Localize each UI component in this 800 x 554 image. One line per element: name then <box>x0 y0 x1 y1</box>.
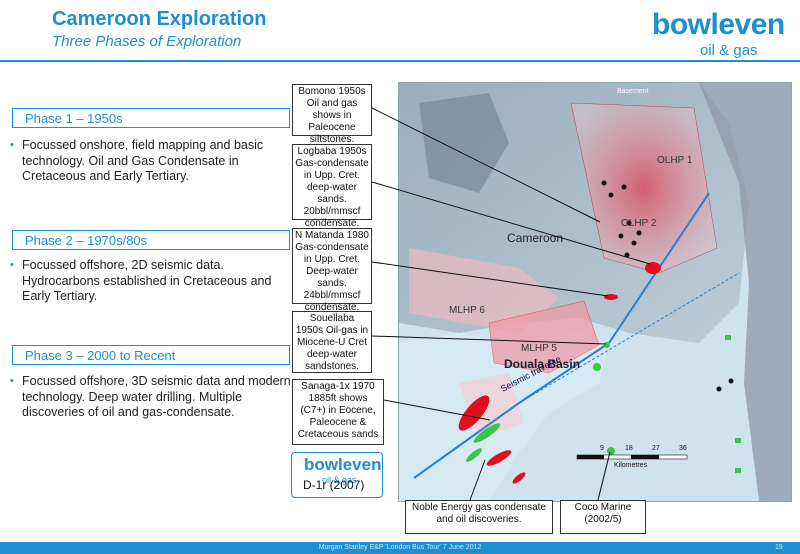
callout-noble-energy: Noble Energy gas condensate and oil disc… <box>405 500 553 534</box>
map-label-mlhp5: MLHP 5 <box>521 343 557 354</box>
bullet-icon: • <box>10 259 14 271</box>
bullet-icon: • <box>10 375 14 387</box>
phase-2-description: Focussed offshore, 2D seismic data. Hydr… <box>22 258 272 303</box>
green-marker-2 <box>735 468 741 473</box>
scale-bar-segment <box>577 455 604 459</box>
scale-tick-27: 27 <box>652 445 660 452</box>
scale-unit-label: Kilometres <box>614 462 648 469</box>
noble-field-3 <box>512 472 526 484</box>
green-field-1 <box>473 423 501 443</box>
phase-3-text: • Focussed offshore, 3D seismic data and… <box>10 374 292 421</box>
map-label-mlhp6: MLHP 6 <box>449 305 485 316</box>
phase-2-text: • Focussed offshore, 2D seismic data. Hy… <box>10 258 292 305</box>
phase-2-heading: Phase 2 – 1970s/80s <box>12 230 290 250</box>
d1r-well-label: D-1r (2007) <box>303 478 365 492</box>
footer-bar <box>0 542 800 554</box>
page-title: Cameroon Exploration <box>52 8 267 30</box>
footer-text: Morgan Stanley E&P 'London Bus Tour' 7 J… <box>318 544 482 551</box>
noble-field-2 <box>486 450 512 466</box>
page-subtitle: Three Phases of Exploration <box>52 33 242 50</box>
phase-1-heading: Phase 1 – 1950s <box>12 108 290 128</box>
scale-tick-36: 36 <box>679 445 687 452</box>
scale-bar-segment <box>631 455 659 459</box>
green-field-2 <box>466 448 482 462</box>
callout-coco-marine: Coco Marine (2002/5) <box>560 500 646 534</box>
phase-3-heading: Phase 3 – 2000 to Recent <box>12 345 290 365</box>
callout-nmatanda: N Matanda 1980 Gas-condensate in Upp. Cr… <box>292 228 372 313</box>
douala-well <box>593 363 601 371</box>
seismic-traverse-branch <box>518 272 740 404</box>
block-mlhp-6 <box>409 248 559 333</box>
green-marker-3 <box>725 335 731 340</box>
callout-sanaga: Sanaga-1x 1970 1885ft shows (C7+) in Eoc… <box>292 379 384 445</box>
logbaba-field <box>645 262 661 274</box>
block-mlhp-5 <box>488 300 600 374</box>
bullet-icon: • <box>10 139 14 151</box>
map-label-olhp1: OLHP 1 <box>657 155 693 166</box>
map-label-olhp2: OLHP 2 <box>621 218 657 229</box>
mini-logo-subtitle: oil & gas <box>322 475 357 485</box>
phase-1-text: • Focussed onshore, field mapping and ba… <box>10 138 292 185</box>
coco-marine-well <box>607 447 615 455</box>
callout-logbaba: Logbaba 1950s Gas-condensate in Upp. Cre… <box>292 144 372 229</box>
block-olhp-1-2 <box>570 102 718 274</box>
oil-show-icons <box>601 180 734 392</box>
callout-souellaba: Souellaba 1950s Oil-gas in Miocene-U Cre… <box>292 311 372 373</box>
green-marker-1 <box>735 438 741 443</box>
volcanic-area <box>419 93 509 193</box>
logo-word: bowleven <box>652 8 785 41</box>
logo-subtitle: oil & gas <box>700 42 758 59</box>
phase-3-description: Focussed offshore, 3D seismic data and m… <box>22 374 291 419</box>
basement-land <box>699 83 791 501</box>
header-divider <box>0 60 800 62</box>
callout-bomono: Bomono 1950s Oil and gas shows in Paleoc… <box>292 84 372 145</box>
map-label-basement: Basement <box>617 88 649 95</box>
scale-tick-18: 18 <box>625 445 633 452</box>
map-label-douala-basin: Douala Basin <box>504 357 581 371</box>
scale-tick-9: 9 <box>600 445 604 452</box>
page-number: 19 <box>775 544 783 551</box>
d1r-logo-box: bowleven oil & gas <box>291 452 383 498</box>
bowleven-logo: bowleven oil & gas <box>652 8 792 59</box>
phase-1-description: Focussed onshore, field mapping and basi… <box>22 138 264 183</box>
mini-logo-word: bowleven <box>304 455 382 474</box>
noble-field-1 <box>458 395 490 431</box>
